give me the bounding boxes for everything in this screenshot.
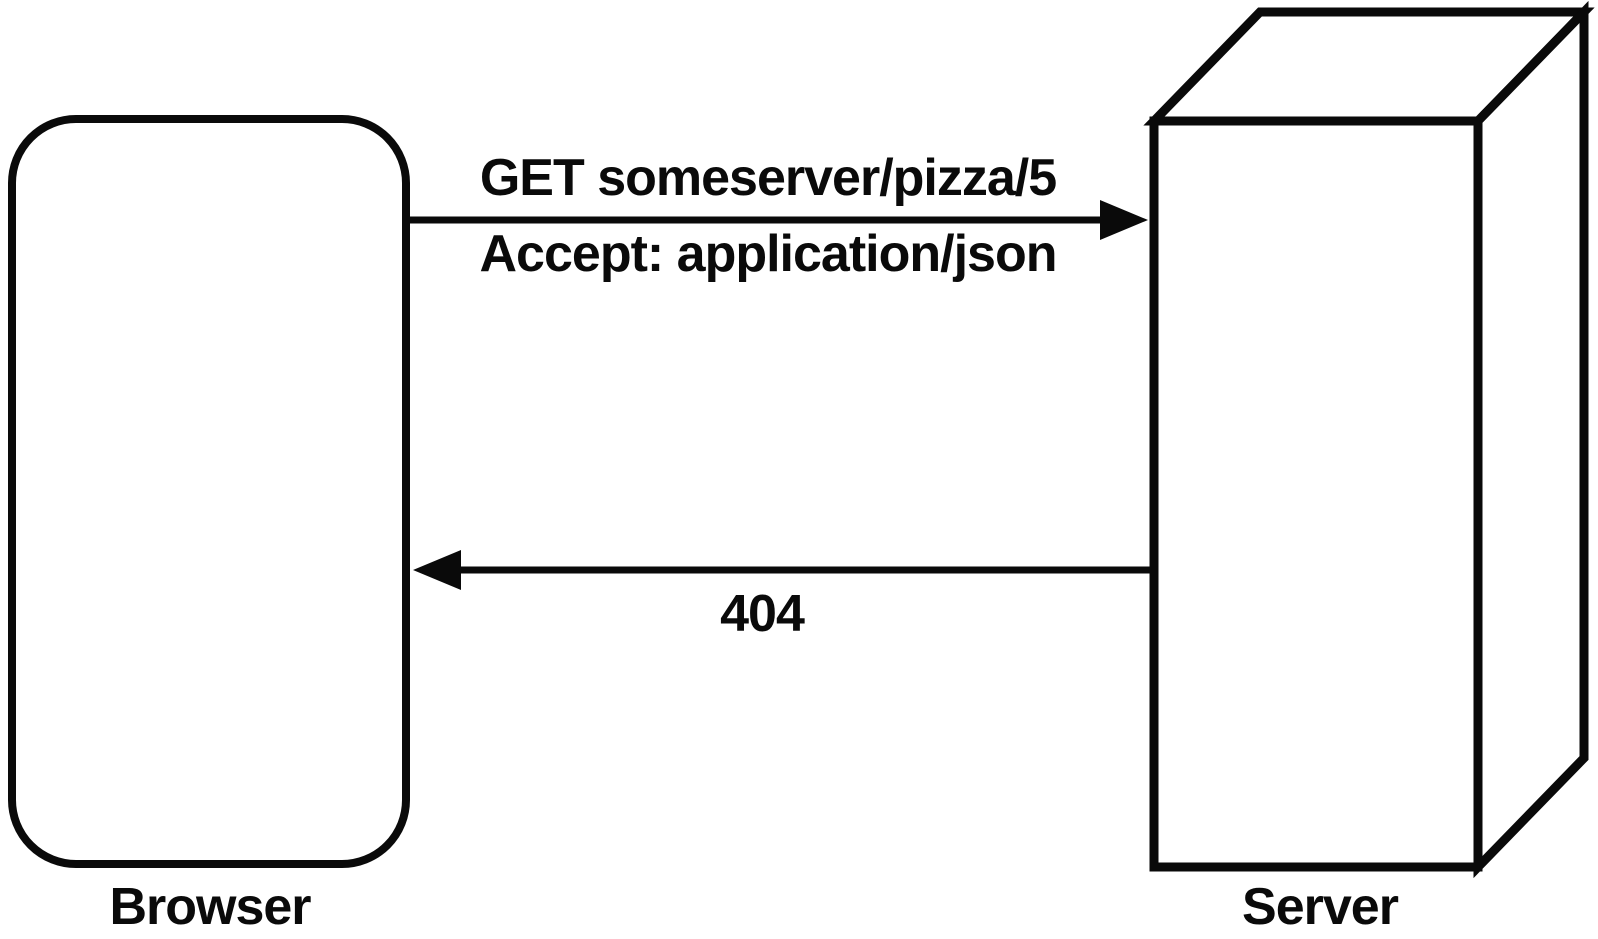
request-line-2: Accept: application/json — [479, 225, 1058, 283]
response-status-code: 404 — [720, 585, 805, 643]
server-node-front-face — [1149, 116, 1483, 872]
browser-node-shape — [8, 115, 410, 868]
response-arrowhead-icon — [413, 550, 461, 590]
server-node-label: Server — [1242, 878, 1399, 936]
server-node-right-face — [1473, 0, 1589, 879]
request-line-1: GET someserver/pizza/5 — [479, 149, 1057, 207]
browser-node-label: Browser — [109, 878, 311, 936]
request-arrowhead-icon — [1100, 200, 1148, 240]
